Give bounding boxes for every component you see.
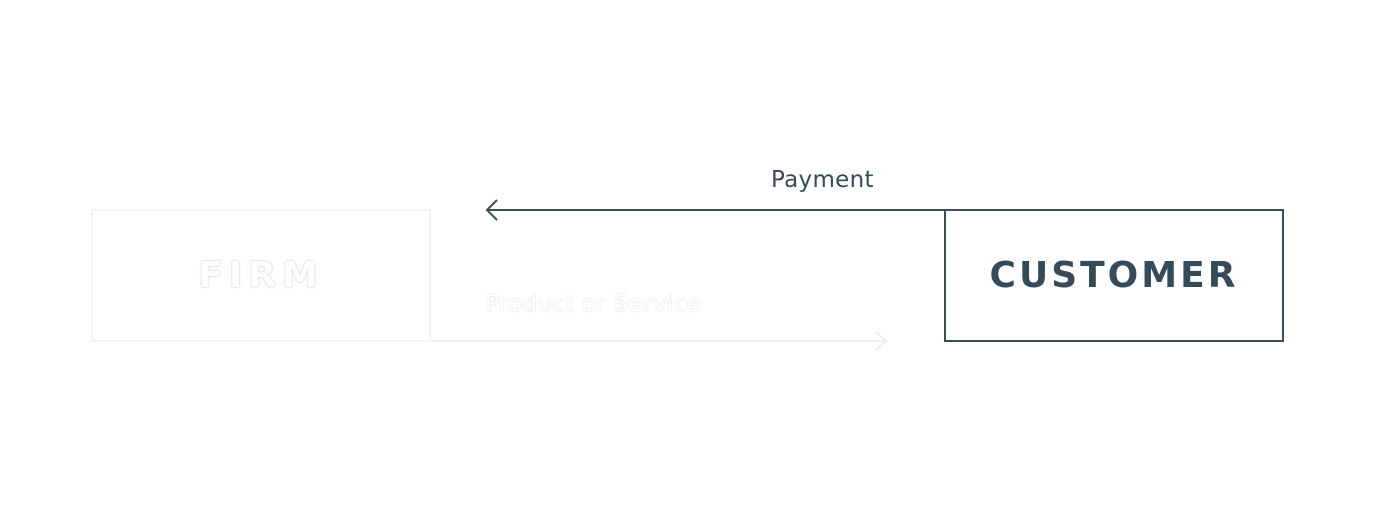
payment-arrow [485, 199, 944, 221]
customer-node: CUSTOMER [944, 209, 1284, 342]
firm-node: FIRM [91, 209, 431, 342]
product-label: Product or Service [485, 291, 701, 317]
firm-label: FIRM [198, 255, 324, 296]
payment-label: Payment [771, 167, 874, 193]
customer-label: CUSTOMER [989, 255, 1239, 296]
